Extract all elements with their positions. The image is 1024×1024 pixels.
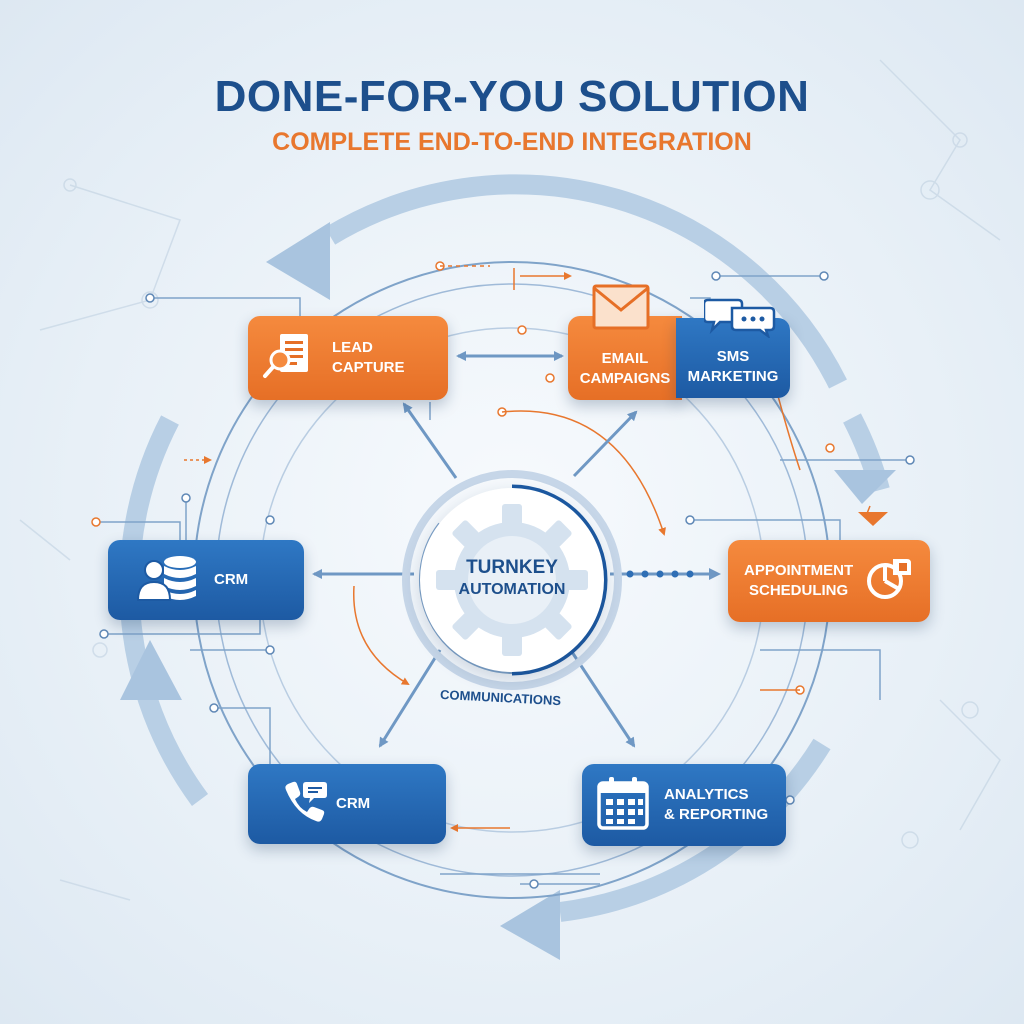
sms-marketing-label: SMS MARKETING [688,347,779,387]
hub-core [420,488,604,672]
email-campaigns-line2: CAMPAIGNS [579,370,671,387]
hub-label-line1: TURNKEY [466,557,558,578]
appointment-line2: SCHEDULING [749,582,849,599]
email-campaigns-card[interactable]: EMAIL CAMPAIGNS [568,316,682,400]
gear-icon [436,504,588,656]
hub-label: TURNKEY AUTOMATION [420,556,604,600]
hub-outer-ring [402,470,622,690]
lead-capture-card[interactable]: LEAD CAPTURE [248,316,448,400]
chat-bubbles-icon [702,294,776,340]
phone-chat-icon [280,780,328,829]
crm-calls-card[interactable]: CRM [248,764,446,844]
page-subtitle: COMPLETE END-TO-END INTEGRATION [272,128,752,156]
email-campaigns-label: EMAIL CAMPAIGNS [580,349,671,389]
hub-label-line2: AUTOMATION [458,581,566,598]
appointment-scheduling-card[interactable]: APPOINTMENT SCHEDULING [728,540,930,622]
analytics-line2: & REPORTING [664,806,769,823]
envelope-icon [592,282,650,332]
sms-marketing-line1: SMS [716,348,750,365]
circuit-traces [96,275,910,885]
orange-marker [858,512,888,526]
circuit-nodes-orange [91,261,835,695]
crm-database-card[interactable]: CRM [108,540,304,620]
search-document-icon [260,328,316,389]
analytics-reporting-label: ANALYTICS & REPORTING [664,785,768,825]
circuit-nodes [99,271,915,889]
lead-capture-line1: LEAD [332,339,373,356]
lead-capture-line2: CAPTURE [332,359,405,376]
pie-chart-icon [863,553,915,610]
analytics-reporting-card[interactable]: ANALYTICS & REPORTING [582,764,786,846]
email-campaigns-line1: EMAIL [601,350,649,367]
appointment-scheduling-label: APPOINTMENT SCHEDULING [744,561,853,601]
outer-cycle-arrowheads [120,222,896,960]
calendar-icon [596,775,650,836]
page-title: DONE-FOR-YOU SOLUTION [214,72,810,121]
background-network [19,59,1001,901]
orange-signal-paths [184,265,871,832]
sms-marketing-line2: MARKETING [687,368,779,385]
appointment-line1: APPOINTMENT [744,562,854,579]
crm-database-label: CRM [214,571,249,588]
sms-marketing-card[interactable]: SMS MARKETING [676,318,790,398]
crm-calls-label: CRM [336,795,371,812]
analytics-line1: ANALYTICS [664,786,749,803]
dotted-flow-dots [626,570,694,578]
lead-capture-label: LEAD CAPTURE [332,338,405,378]
user-database-icon [136,552,200,609]
